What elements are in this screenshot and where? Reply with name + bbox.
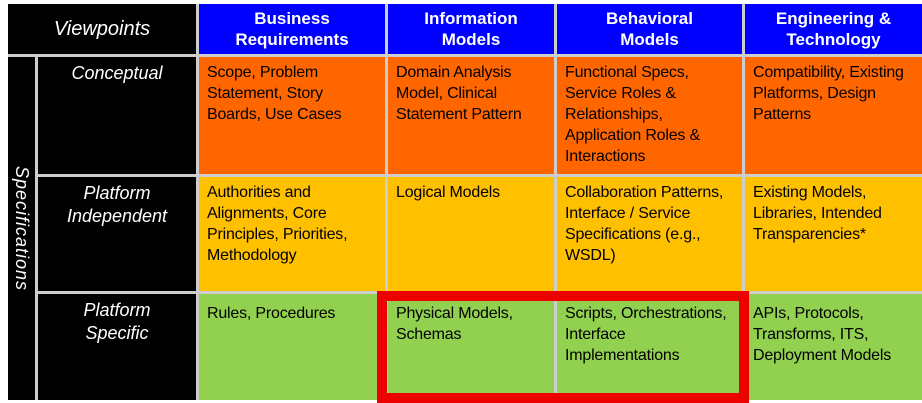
column-header-label: Information Models [424, 9, 518, 49]
matrix-cell-platform-specific-information: Physical Models, Schemas [388, 294, 554, 400]
side-axis-label: Specifications [12, 165, 32, 292]
matrix-cell-platform-independent-business: Authorities and Alignments, Core Princip… [199, 177, 385, 291]
row-label-text: Platform Specific [83, 300, 151, 343]
column-header-label: Business Requirements [235, 9, 349, 49]
matrix-cell-platform-specific-business: Rules, Procedures [199, 294, 385, 400]
matrix-cell-conceptual-engineering: Compatibility, Existing Platforms, Desig… [745, 57, 922, 174]
column-header-label: Behavioral Models [606, 9, 693, 49]
column-header-information-models: Information Models [388, 4, 554, 54]
matrix-cell-platform-independent-information: Logical Models [388, 177, 554, 291]
row-label-platform-specific: Platform Specific [38, 294, 196, 400]
row-label-conceptual: Conceptual [38, 57, 196, 174]
row-label-platform-independent: Platform Independent [38, 177, 196, 291]
matrix-cell-platform-independent-behavioral: Collaboration Patterns, Interface / Serv… [557, 177, 742, 291]
column-header-behavioral-models: Behavioral Models [557, 4, 742, 54]
matrix-cell-conceptual-information: Domain Analysis Model, Clinical Statemen… [388, 57, 554, 174]
row-label-text: Platform Independent [66, 183, 168, 226]
column-header-label: Engineering & Technology [775, 9, 892, 49]
column-header-business-requirements: Business Requirements [199, 4, 385, 54]
row-label-text: Conceptual [71, 63, 163, 83]
matrix-cell-platform-specific-behavioral: Scripts, Orchestrations, Interface Imple… [557, 294, 742, 400]
matrix-cell-platform-specific-engineering: APIs, Protocols, Transforms, ITS, Deploy… [745, 294, 922, 400]
specifications-viewpoints-matrix: Viewpoints Business Requirements Informa… [8, 4, 922, 400]
column-header-engineering-technology: Engineering & Technology [745, 4, 922, 54]
matrix-cell-conceptual-behavioral: Functional Specs, Service Roles & Relati… [557, 57, 742, 174]
matrix-cell-platform-independent-engineering: Existing Models, Libraries, Intended Tra… [745, 177, 922, 291]
matrix-cell-conceptual-business: Scope, Problem Statement, Story Boards, … [199, 57, 385, 174]
side-axis-specifications: Specifications [8, 57, 35, 400]
corner-header-label: Viewpoints [53, 17, 151, 40]
corner-header-viewpoints: Viewpoints [8, 4, 196, 54]
